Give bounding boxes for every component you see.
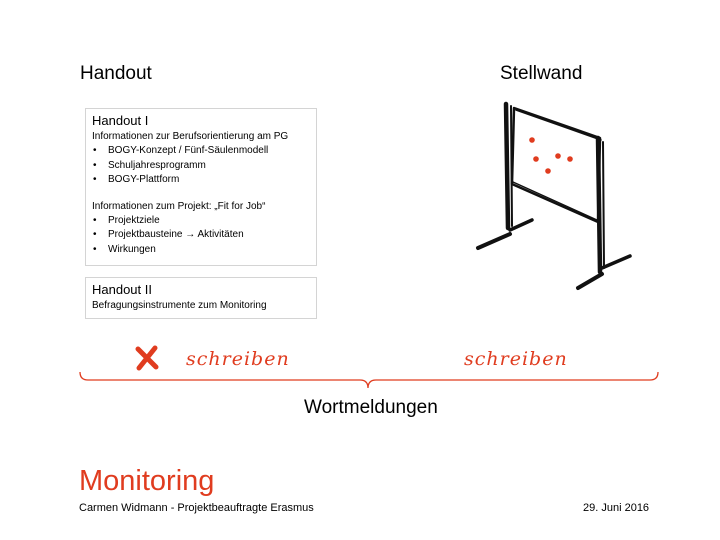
write-label-right: schreiben: [464, 348, 568, 370]
list-item: Projektbausteine → Aktivitäten: [92, 228, 310, 243]
footer-date: 29. Juni 2016: [583, 502, 650, 514]
handout-1-list-2: Projektziele Projektbausteine → Aktivitä…: [92, 214, 310, 258]
bracket-divider: [79, 371, 659, 389]
stellwand-heading: Stellwand: [500, 63, 583, 84]
handout-2-text: Befragungsinstrumente zum Monitoring: [92, 300, 267, 311]
page-title: Monitoring: [79, 465, 215, 497]
handout-1-title: Handout I: [92, 113, 149, 128]
list-item: Wirkungen: [92, 243, 310, 258]
handout-2-box: Handout II Befragungsinstrumente zum Mon…: [85, 277, 317, 319]
handout-1-intro: Informationen zur Berufsorientierung am …: [92, 131, 289, 142]
write-label-left: schreiben: [186, 348, 290, 370]
handout-1-box: Handout I Informationen zur Berufsorient…: [85, 108, 317, 266]
cross-icon: [135, 345, 159, 371]
list-item: BOGY-Plattform: [92, 173, 310, 188]
list-item: Projektziele: [92, 214, 310, 229]
pinboard-illustration: [476, 101, 632, 290]
handout-heading: Handout: [80, 63, 152, 84]
list-item: Schuljahresprogramm: [92, 159, 310, 174]
handout-1-list-1: BOGY-Konzept / Fünf-Säulenmodell Schulja…: [92, 144, 310, 188]
handout-1-project-intro: Informationen zum Projekt: „Fit for Job“: [92, 200, 266, 212]
list-item: BOGY-Konzept / Fünf-Säulenmodell: [92, 144, 310, 159]
brace-label: Wortmeldungen: [304, 397, 438, 418]
footer-author: Carmen Widmann - Projektbeauftragte Eras…: [79, 502, 314, 514]
handout-2-title: Handout II: [92, 282, 152, 297]
